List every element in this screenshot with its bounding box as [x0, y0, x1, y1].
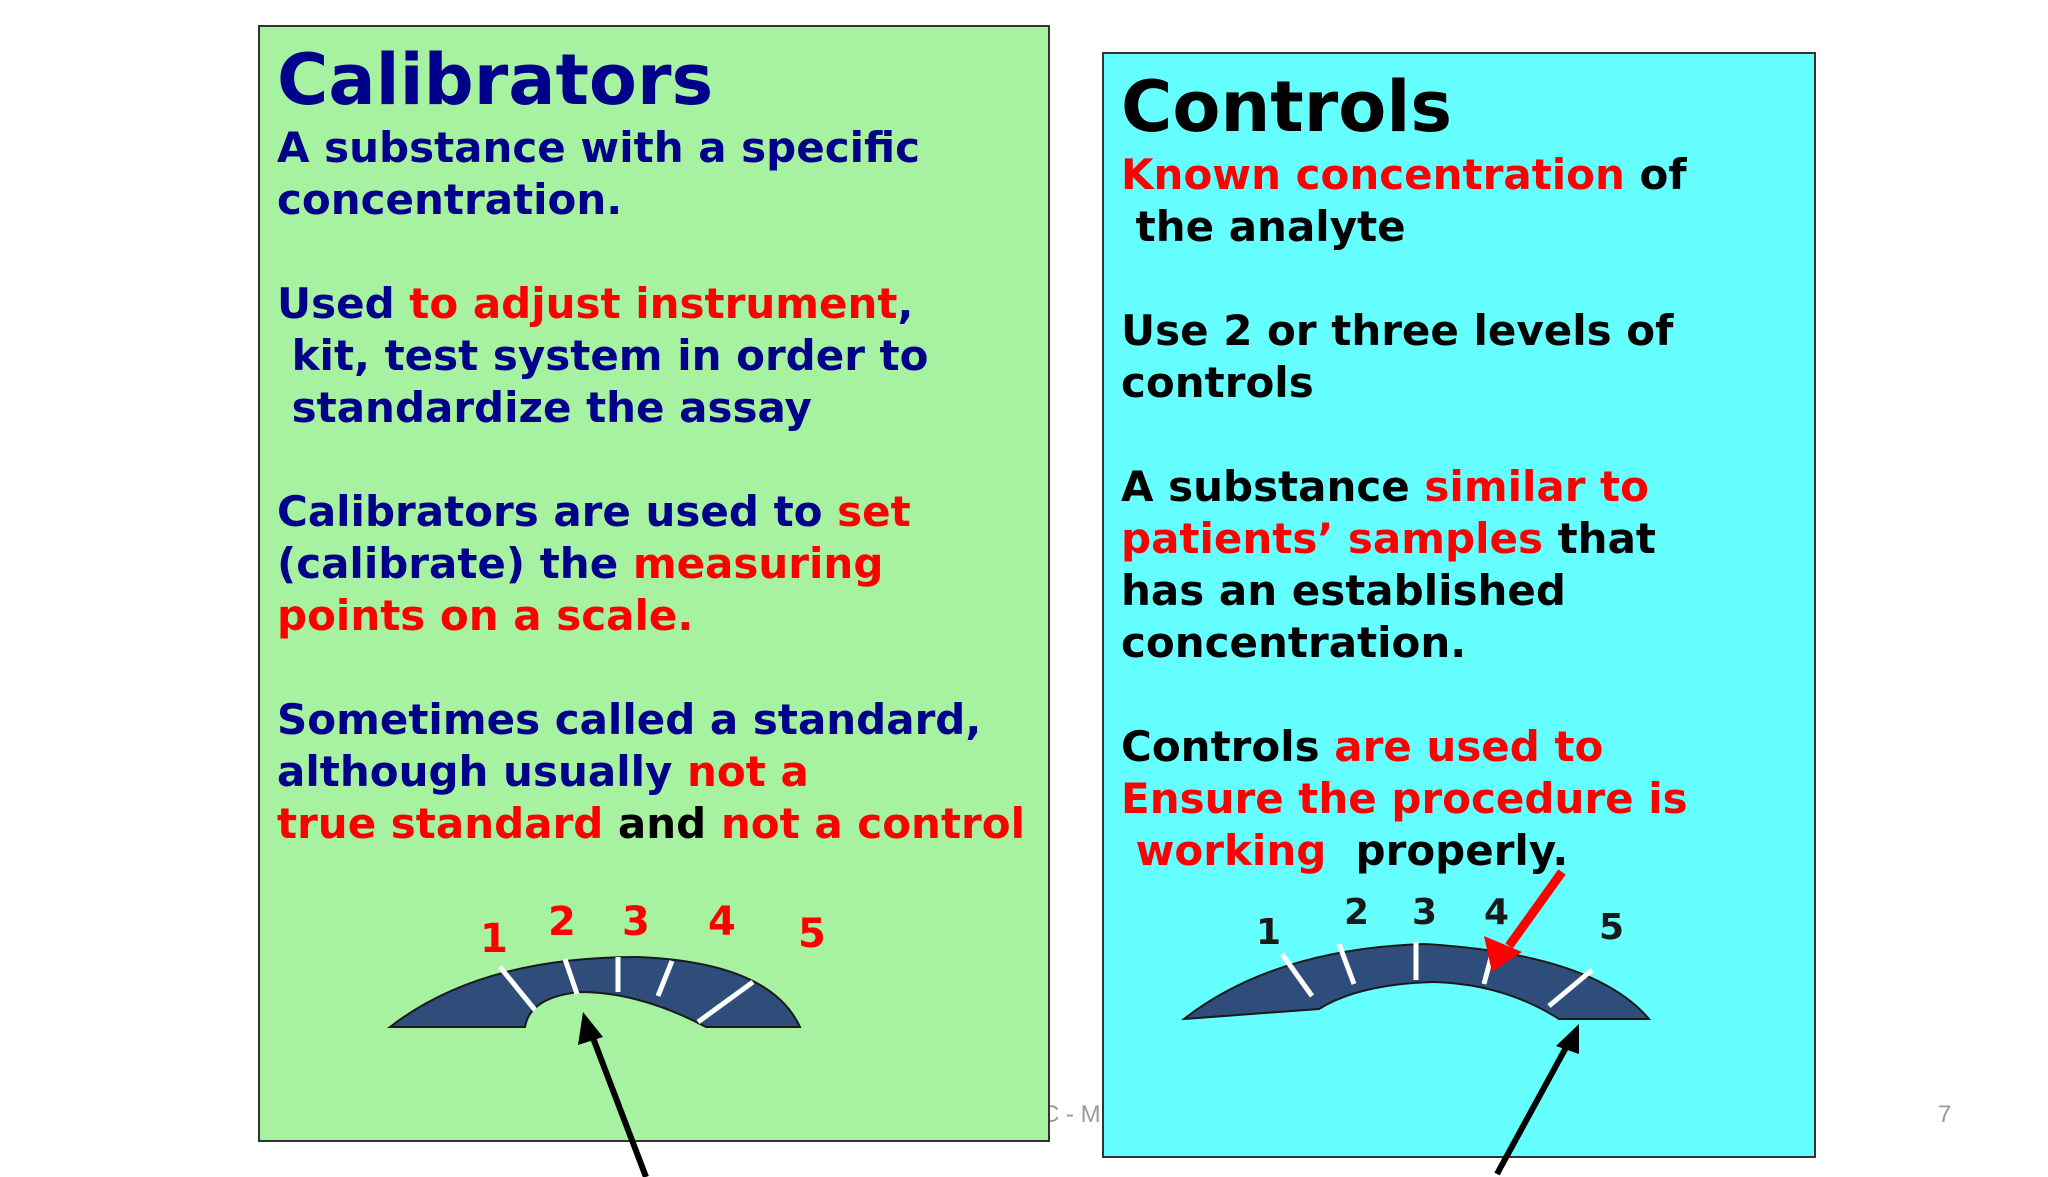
text-line: (calibrate) the	[277, 539, 633, 588]
text-highlight: to adjust instrument	[409, 279, 898, 328]
gauge-tick	[655, 960, 675, 997]
text-highlight: Known concentration	[1121, 150, 1625, 199]
gauge-arc	[1180, 942, 1652, 1021]
text-line: has an established	[1121, 566, 1566, 615]
text-highlight: not a	[687, 747, 809, 796]
text-line: of	[1624, 150, 1687, 199]
gauge-label: 2	[1344, 892, 1369, 933]
text-line: controls	[1121, 358, 1314, 407]
pointer-arrow-shaft	[587, 1028, 649, 1177]
gauge-label: 5	[1599, 907, 1624, 948]
text-line: Sometimes called a standard,	[277, 695, 982, 744]
pointer-arrow-shaft	[1494, 1040, 1572, 1176]
gauge-tick	[1279, 952, 1315, 998]
text-highlight: points on a scale.	[277, 591, 694, 640]
gauge-label: 5	[798, 911, 826, 957]
gauge-label: 3	[622, 899, 650, 945]
gauge-label: 1	[480, 916, 508, 962]
red-pointer-arrow-head	[1484, 936, 1522, 972]
text-line: and	[603, 799, 721, 848]
text-highlight: measuring	[632, 539, 884, 588]
text-highlight: set	[837, 487, 911, 536]
text-line: properly.	[1326, 826, 1569, 875]
text-line: concentration.	[1121, 618, 1467, 667]
gauge-tick	[696, 979, 755, 1025]
control-gauge-diagram: 1 2 3 4 5	[1180, 869, 1652, 1176]
controls-body: Known concentration of the analyte Use 2…	[1121, 149, 1688, 877]
red-pointer-arrow-shaft	[1505, 869, 1566, 949]
text-line: Calibrators are used to	[277, 487, 838, 536]
gauge-tick	[562, 958, 580, 995]
text-line: the analyte	[1121, 202, 1406, 251]
text-line: kit, test system in order to	[277, 331, 929, 380]
text-line: ,	[897, 279, 914, 328]
controls-panel: Controls Known concentration of the anal…	[1102, 52, 1816, 1176]
text-highlight: Ensure the procedure is	[1121, 774, 1688, 823]
text-line: Use 2 or three levels of	[1121, 306, 1674, 355]
gauge-tick	[1547, 968, 1594, 1008]
text-highlight: similar to	[1424, 462, 1649, 511]
text-line: although usually	[277, 747, 687, 796]
gauge-tick	[498, 965, 537, 1012]
controls-title: Controls	[1121, 66, 1453, 148]
text-line: concentration.	[277, 175, 623, 224]
gauge-label: 4	[708, 899, 736, 945]
gauge-label: 1	[1256, 912, 1281, 953]
text-line: that	[1542, 514, 1656, 563]
gauge-tick	[1336, 943, 1357, 985]
calibrators-panel: Calibrators A substance with a specific …	[258, 25, 1050, 1177]
page-number: 7	[1938, 1101, 1952, 1128]
calibrators-title: Calibrators	[277, 39, 714, 121]
text-line: A substance with a specific	[277, 123, 921, 172]
text-line: Used	[277, 279, 410, 328]
text-highlight: working	[1121, 826, 1327, 875]
footer-text: C - M	[1042, 1101, 1101, 1128]
gauge-label: 2	[548, 899, 576, 945]
pointer-arrow-head	[578, 1012, 603, 1045]
pointer-arrow-head	[1556, 1024, 1579, 1054]
gauge-label: 3	[1412, 892, 1437, 933]
text-highlight: not a control	[720, 799, 1025, 848]
text-highlight: are used to	[1334, 722, 1604, 771]
calibrator-gauge-diagram: 1 2 3 4 5	[387, 899, 826, 1177]
text-highlight: true standard	[277, 799, 604, 848]
text-line: Controls	[1121, 722, 1335, 771]
gauge-arc	[387, 955, 802, 1028]
text-highlight: patients’ samples	[1121, 514, 1543, 563]
text-line: standardize the assay	[277, 383, 812, 432]
gauge-label: 4	[1484, 892, 1509, 933]
calibrators-body: A substance with a specific concentratio…	[277, 122, 1025, 850]
text-line: A substance	[1121, 462, 1425, 511]
